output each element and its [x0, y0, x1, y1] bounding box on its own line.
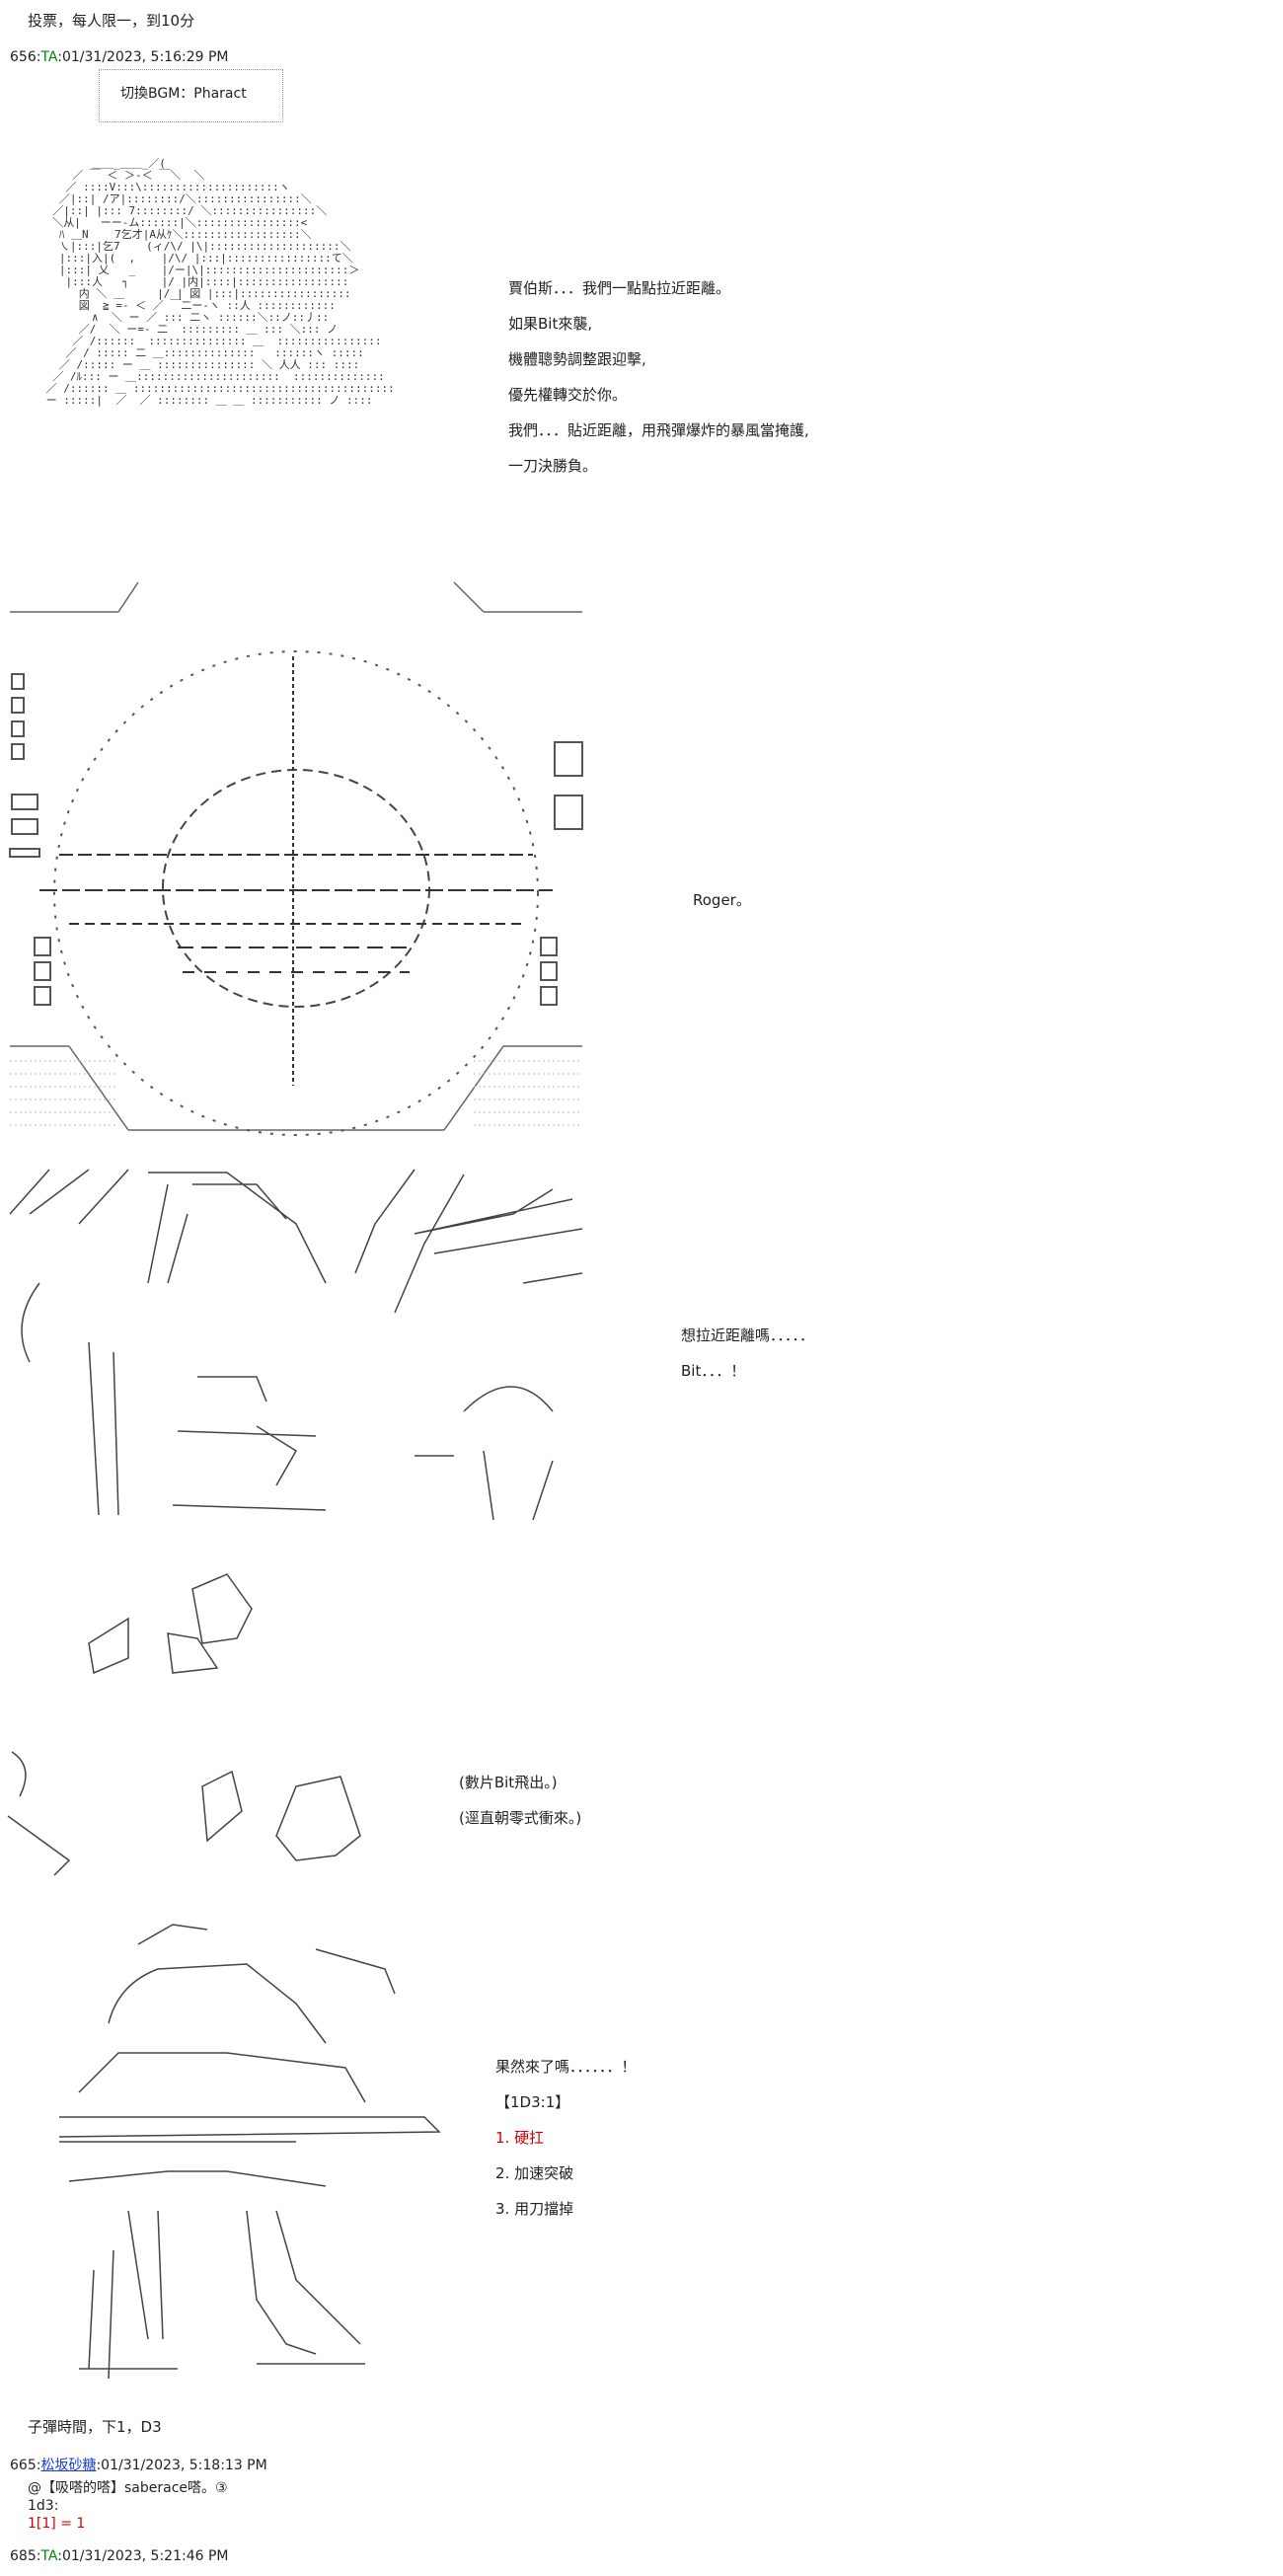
option-3: 3. 用刀擋掉 — [495, 2200, 574, 2218]
mobile-suit-art — [58, 1924, 441, 2380]
option-1: 1. 硬扛 — [495, 2129, 545, 2147]
poster-name: TA — [40, 2548, 58, 2564]
poster-name-link[interactable]: 松坂砂糖 — [40, 2458, 97, 2473]
reticle-dotted-base — [10, 1060, 582, 1126]
dialog-line: 優先權轉交於你。 — [508, 386, 628, 404]
post-footer-text: 子彈時間，下1，D3 — [28, 2418, 162, 2436]
dialog-panel-4: (數片Bit飛出。) (逕直朝零式衝來。) — [459, 1765, 581, 1836]
post-header-665: 665:松坂砂糖:01/31/2023, 5:18:13 PM — [10, 2455, 267, 2474]
dialog-line: 機體聰勢調整跟迎擊, — [508, 350, 646, 368]
vote-instruction: 投票，每人限一，到10分 — [28, 12, 195, 30]
dice-roll-result: 【1D3:1】 — [495, 2093, 570, 2111]
post-datetime: :01/31/2023, 5:18:13 PM — [96, 2458, 267, 2473]
post-header-685: 685:TA:01/31/2023, 5:21:46 PM — [10, 2548, 229, 2564]
post-number[interactable]: 656 — [10, 49, 37, 65]
dialog-panel-1: 賈伯斯．．．我們一點點拉近距離。 如果Bit來襲, 機體聰勢調整跟迎擊, 優先權… — [508, 270, 809, 484]
dialog-line: 如果Bit來襲, — [508, 315, 593, 333]
dialog-panel-3: 想拉近距離嗎．．．．． Bit．．．！ — [681, 1318, 814, 1389]
dialog-line: 賈伯斯．．．我們一點點拉近距離。 — [508, 279, 731, 297]
bgm-label: 切換BGM：Pharact — [120, 86, 247, 102]
reticle-frame — [10, 581, 582, 1131]
bit-fragments — [7, 1573, 361, 1876]
dialog-line: 想拉近距離嗎．．．．． — [681, 1326, 815, 1344]
bit-launch-art — [9, 1169, 583, 1521]
reply-mention: @【吸嗒的嗒】saberace嗒。③ — [28, 2480, 228, 2496]
bgm-box — [99, 69, 283, 122]
post-number[interactable]: 665 — [10, 2458, 37, 2473]
post-datetime: :01/31/2023, 5:21:46 PM — [57, 2548, 229, 2564]
dialog-line: (逕直朝零式衝來。) — [459, 1809, 582, 1827]
dialog-line: (數片Bit飛出。) — [459, 1774, 558, 1791]
dialog-line: Bit．．．！ — [681, 1362, 746, 1380]
dialog-line: Roger。 — [693, 891, 751, 909]
post-number[interactable]: 685 — [10, 2548, 37, 2564]
dialog-line: 果然來了嗎．．．．．．！ — [495, 2058, 637, 2076]
post-sep: : — [36, 2548, 41, 2564]
post-datetime: :01/31/2023, 5:16:29 PM — [57, 49, 229, 65]
reticle-circle — [53, 650, 539, 1136]
dice-command: 1d3: — [28, 2498, 59, 2514]
reticle-side-marks — [9, 673, 583, 1006]
dialog-panel-2: Roger。 — [693, 882, 751, 918]
crosshair — [39, 656, 553, 1086]
target-sphere — [162, 769, 430, 1008]
post-sep: : — [36, 2458, 41, 2473]
post-header-656: 656:TA:01/31/2023, 5:16:29 PM — [10, 49, 229, 65]
dialog-panel-5: 果然來了嗎．．．．．．！ 【1D3:1】 1. 硬扛 2. 加速突破 3. 用刀… — [495, 2049, 637, 2227]
dice-result: 1[1] = 1 — [28, 2516, 86, 2532]
ascii-art-pilot: ＿＿_＿＿_／( ／ ￣ ＜ ＞-＜ ￣＼ ＼ ／ ::::V:::\:::::… — [45, 157, 395, 407]
dialog-line: 我們．．．貼近距離，用飛彈爆炸的暴風當掩護, — [508, 421, 809, 439]
option-2: 2. 加速突破 — [495, 2164, 574, 2182]
poster-name: TA — [40, 49, 58, 65]
dialog-line: 一刀決勝負。 — [508, 457, 598, 475]
post-sep: : — [36, 49, 41, 65]
